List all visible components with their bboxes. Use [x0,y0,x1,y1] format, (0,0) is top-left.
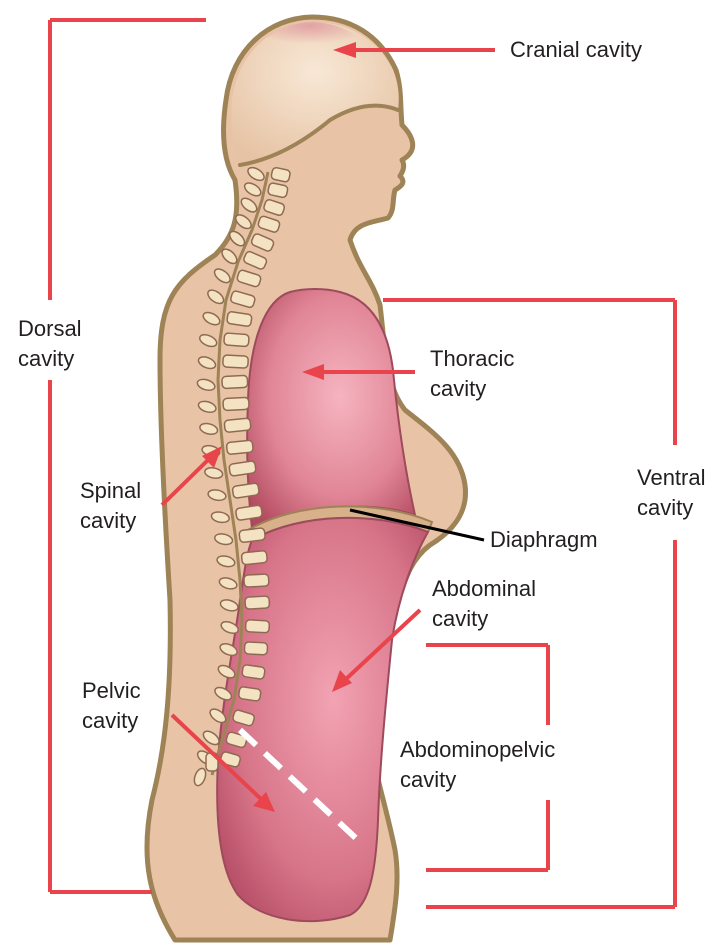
ventral-cavity-label-line1: Ventral [637,465,706,490]
thoracic-cavity-shape [247,289,415,528]
abdominopelvic-cavity-label-line1: Abdominopelvic [400,737,555,762]
vertebra-body [238,686,261,701]
ventral-bracket [383,300,675,907]
vertebra-body [222,375,248,388]
vertebra-body [226,440,253,455]
vertebra-body [227,311,253,326]
vertebra-body [245,596,270,609]
vertebra-body [224,418,251,433]
dorsal-cavity-label-line2: cavity [18,346,74,371]
pelvic-cavity-label-line2: cavity [82,708,138,733]
diaphragm-label: Diaphragm [490,527,598,552]
vertebra-body [241,550,267,564]
thoracic-cavity-label-line1: Thoracic [430,346,514,371]
abdominal-cavity-label-line1: Abdominal [432,576,536,601]
thoracic-cavity-label-line2: cavity [430,376,486,401]
spinal-cavity-label-line2: cavity [80,508,136,533]
abdominopelvic-cavity-label-line2: cavity [400,767,456,792]
pelvic-cavity-label-line1: Pelvic [82,678,141,703]
dorsal-cavity-label-line1: Dorsal [18,316,82,341]
vertebra-body [239,528,266,543]
spinal-cavity-label-line1: Spinal [80,478,141,503]
vertebra-body [242,664,266,679]
vertebra-body [245,620,269,633]
vertebra-body [244,574,269,587]
vertebra-body [224,333,249,347]
abdominal-cavity-label-line2: cavity [432,606,488,631]
vertebra-body [223,355,249,368]
vertebra-body [223,397,249,410]
vertebra-body [244,642,267,655]
cranial-cavity-label: Cranial cavity [510,37,642,62]
ventral-cavity-label-line2: cavity [637,495,693,520]
